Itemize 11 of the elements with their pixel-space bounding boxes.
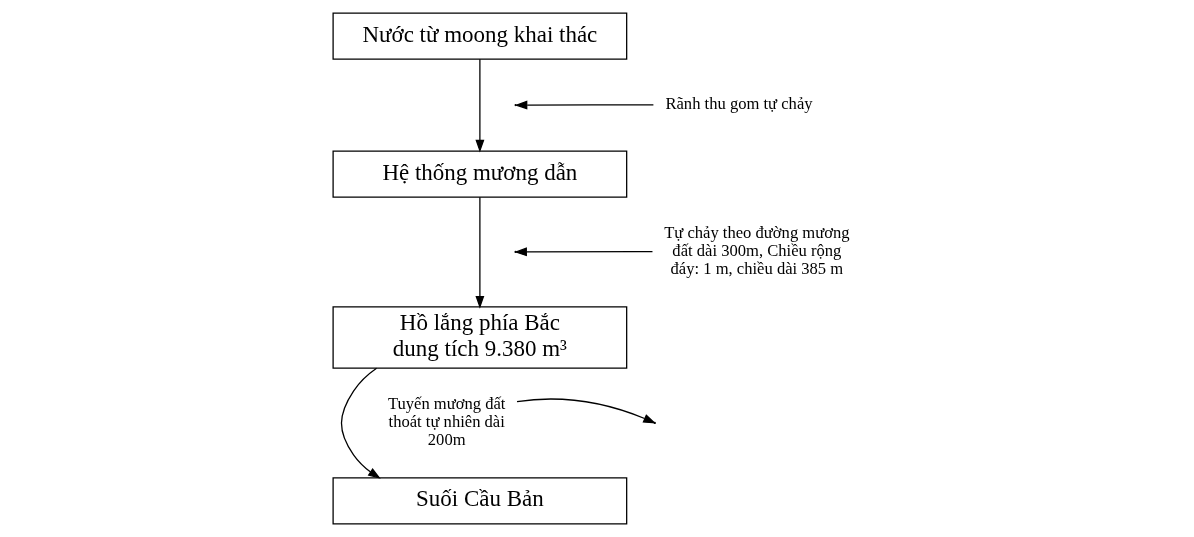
node-box: Nước từ moong khai thác [332, 12, 628, 60]
arrow [475, 196, 485, 309]
arrow [475, 58, 485, 153]
node-box: Suối Cầu Bản [332, 477, 628, 525]
arrow [340, 367, 381, 479]
node-box: Hệ thống mương dẫn [332, 150, 628, 198]
node-box: Hồ lắng phía Bắc dung tích 9.380 m³ [332, 306, 628, 369]
arrow [516, 398, 656, 424]
node-text: Rãnh thu gom tự chảy [665, 94, 813, 114]
node-text: Tuyến mương đất thoát tự nhiên dài 200m [387, 394, 506, 450]
node-text: Tự chảy theo đường mương đất dài 300m, Chiều rộng đáy: 1 m, chiều dài 385 m [664, 223, 850, 279]
